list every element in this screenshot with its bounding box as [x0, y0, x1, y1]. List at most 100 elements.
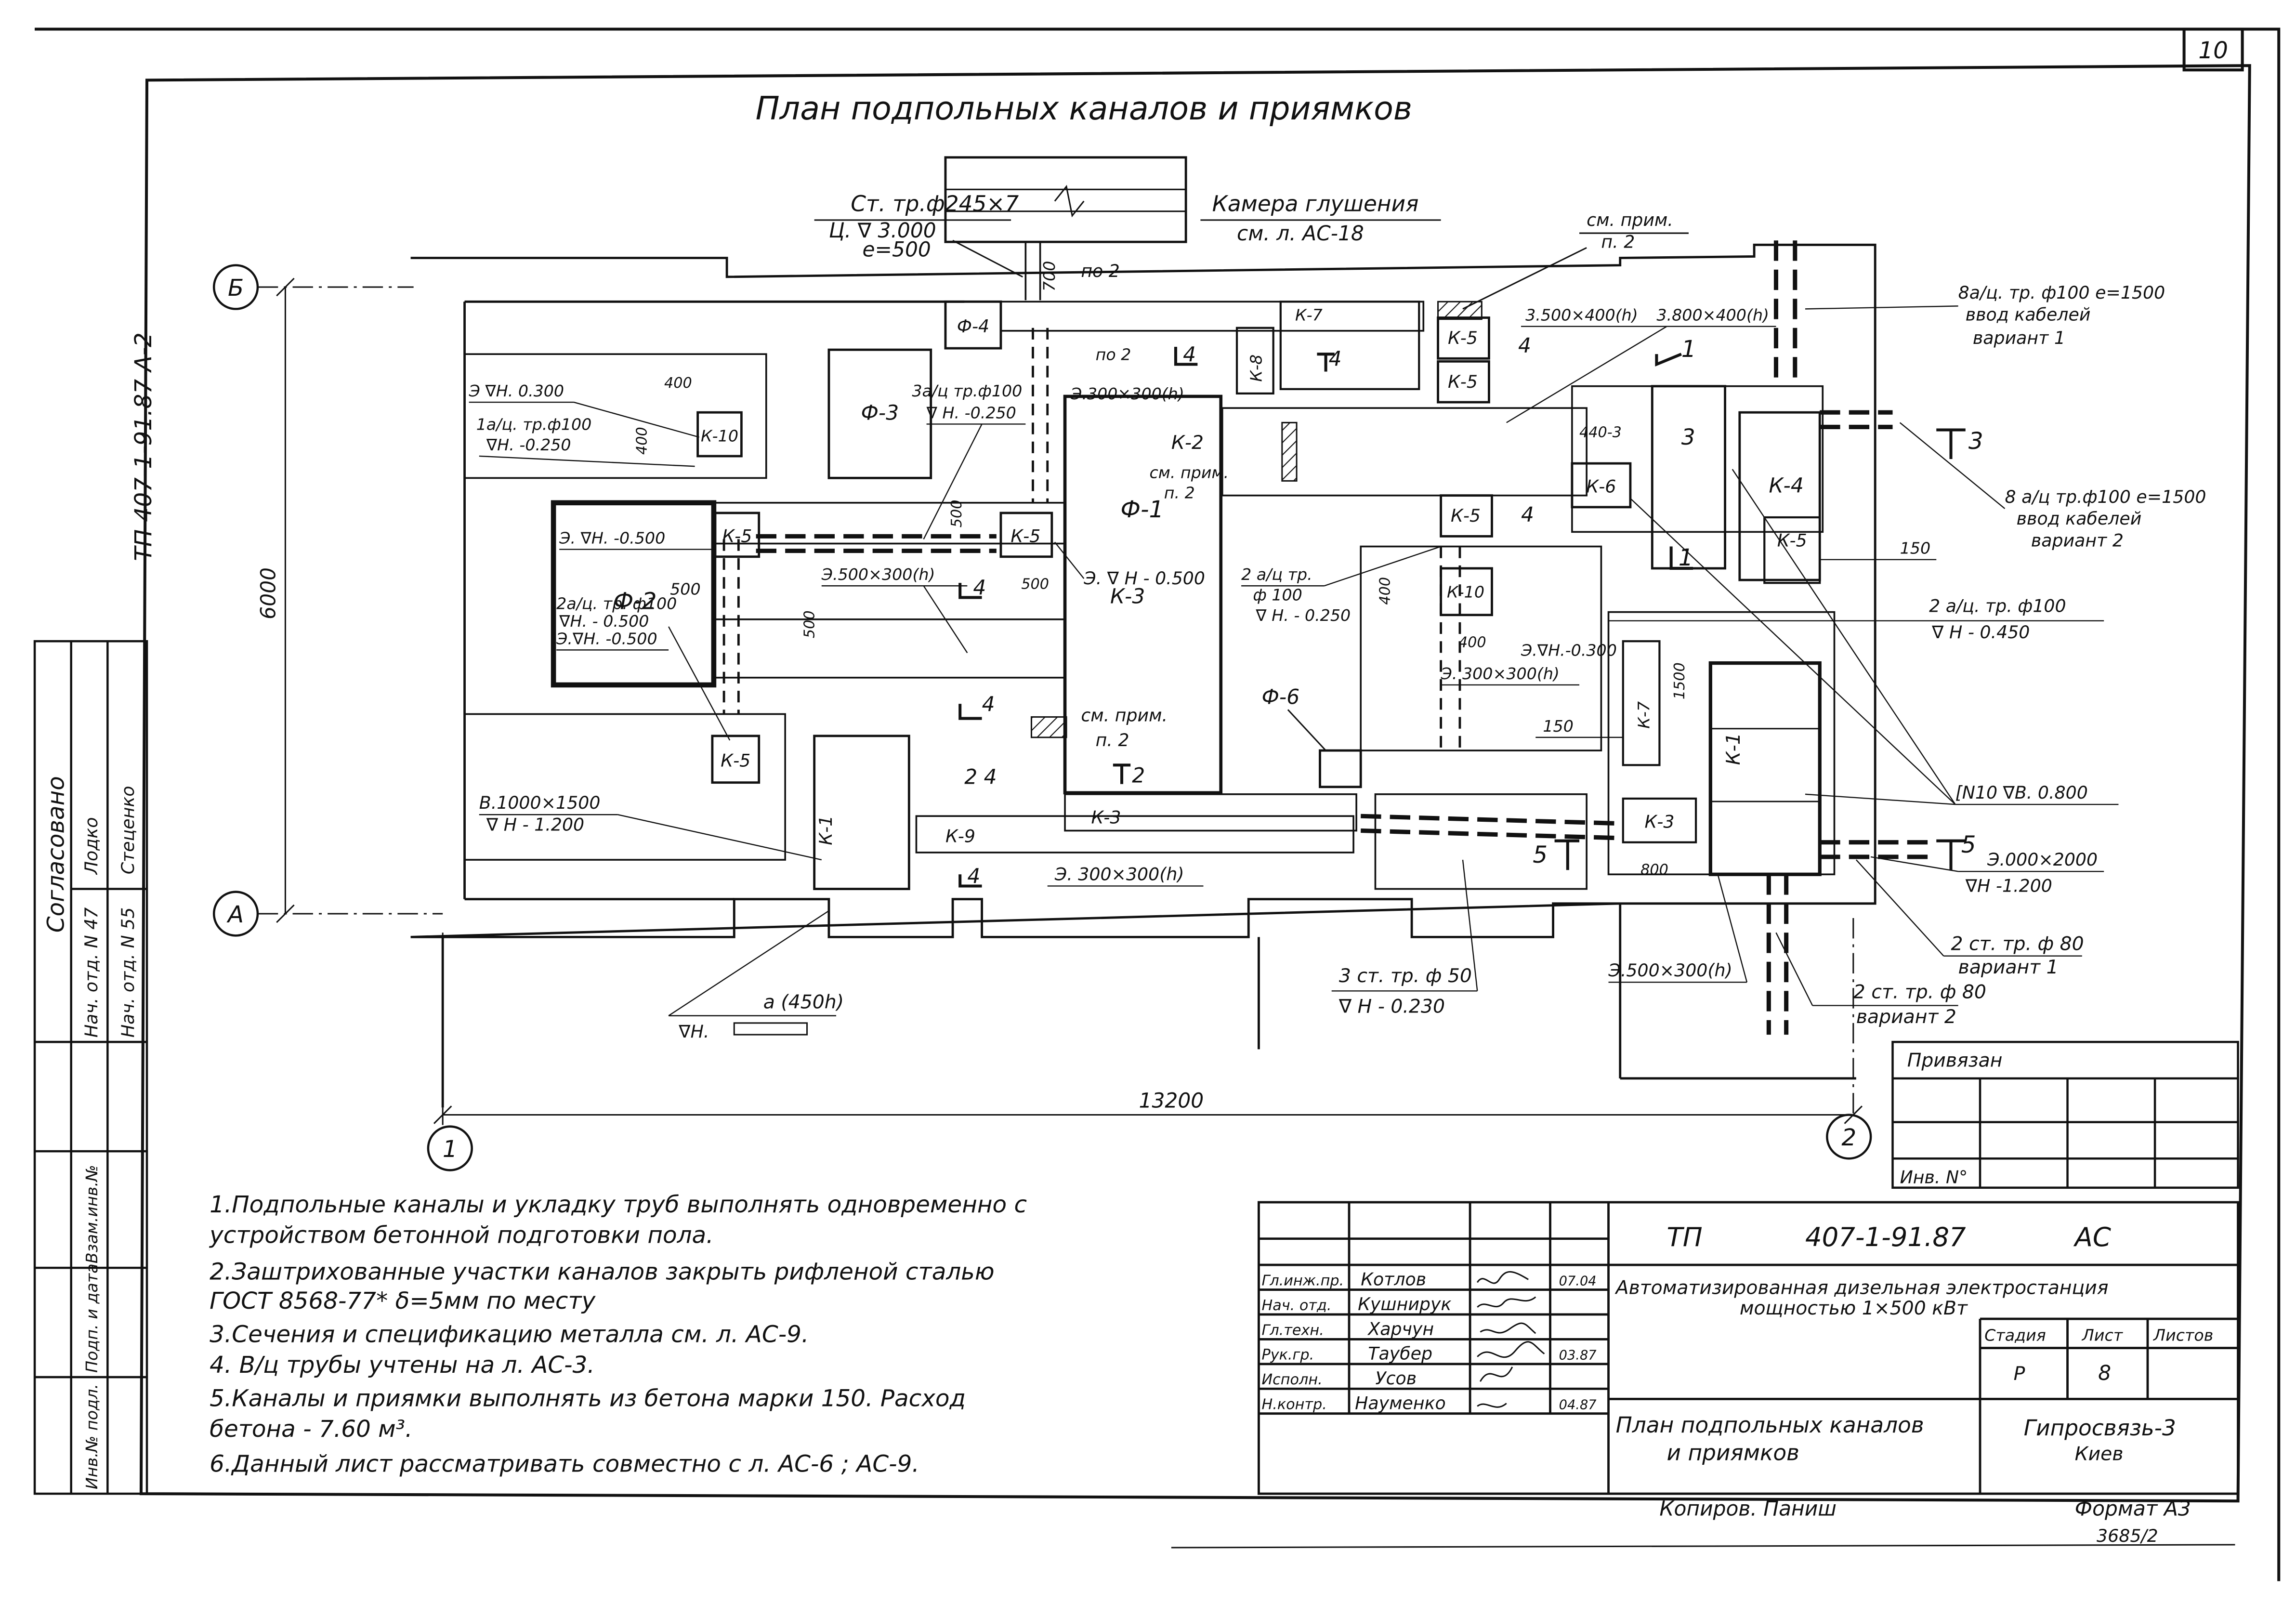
approval-title: Согласовано: [43, 776, 70, 933]
k5-mid-label: К-5: [1010, 526, 1040, 546]
lbl-in-v1-2: ввод кабелей: [1966, 304, 2091, 325]
k1-right-label: К-1: [1722, 733, 1745, 765]
lbl-d500-b: 500: [801, 610, 818, 638]
chamber-label-2: см. л. АС-18: [1237, 222, 1364, 245]
lbl-st80-2b: вариант 2: [1856, 1006, 1956, 1028]
stamp-sheet-header: Лист: [2082, 1326, 2124, 1344]
stamp-code: ТП: [1667, 1222, 1703, 1252]
mark-4-f: 4: [1518, 334, 1531, 357]
po2-label: по 2: [1081, 261, 1120, 281]
attached-label: Привязан: [1907, 1050, 2003, 1072]
stamp-role-5: Н.контр.: [1261, 1396, 1326, 1413]
stamp-name-3: Таубер: [1368, 1343, 1432, 1364]
pit-k6: К-6: [1571, 462, 1632, 509]
stamp-name-4: Усов: [1375, 1368, 1417, 1389]
stamp-role-4: Исполн.: [1261, 1371, 1322, 1388]
mark-5-right: 5: [1961, 831, 1976, 858]
mark-4-b: 4: [967, 864, 980, 888]
f3-label: Ф-3: [861, 401, 899, 424]
see-note-mid-1: см. прим.: [1081, 705, 1168, 726]
see-note-top-2: п. 2: [1164, 484, 1195, 502]
stamp-name-5: Науменко: [1355, 1393, 1446, 1414]
pit-k10-right: К-10: [1440, 567, 1493, 617]
stamp-date-3: 03.87: [1559, 1348, 1597, 1363]
note-line-8: 6.Данный лист рассматривать совместно с …: [210, 1451, 919, 1478]
pit-k7-top: К-7: [1279, 301, 1420, 390]
axis-1: 1: [427, 933, 473, 1171]
lbl-k9-e: Э. 300×300(h): [1054, 864, 1184, 884]
lbl-p2m-1: 2 а/ц тр.: [1241, 565, 1312, 584]
approval-who-1: Нач. отд. N 55: [118, 907, 138, 1038]
mark-2-4: 2 4: [964, 765, 997, 789]
lbl-in-v1-1: 8а/ц. тр. ф100 е=1500: [1958, 282, 2165, 303]
mark-4-g: 4: [1521, 503, 1534, 526]
lbl-p1b: ∇Н. -0.250: [486, 435, 571, 454]
note-line-3: ГОСТ 8568-77* δ=5мм по месту: [210, 1288, 596, 1314]
lbl-st80-1: 2 ст. тр. ф 80: [1951, 933, 2084, 955]
mark-4-c: 4: [973, 576, 986, 599]
approval-who-0: Нач. отд. N 47: [81, 907, 102, 1038]
lbl-e-300x300: Э.300×300(h): [1070, 384, 1184, 403]
dim-13200-label: 13200: [1139, 1089, 1204, 1112]
axis-a-label: А: [226, 901, 244, 928]
lbl-in-v2-3: вариант 2: [2031, 530, 2124, 551]
note-line-7: бетона - 7.60 м³.: [210, 1416, 412, 1443]
mark-4-e: 4: [1183, 342, 1196, 366]
lbl-pit-2: ∇Н.: [678, 1021, 709, 1042]
left-project-code: ТП 407-1-91.87 А-2: [130, 332, 157, 561]
lbl-e-v-h0500: Э. ∇ Н - 0.500: [1083, 568, 1205, 589]
axis-b: Б: [212, 264, 414, 310]
stamp-stage-header: Стадия: [1984, 1326, 2046, 1344]
lbl-d150-b: 150: [1543, 717, 1573, 736]
inv-no-label: Инв. N°: [1900, 1167, 1968, 1188]
lbl-p2r-1: 2 а/ц. тр. ф100: [1929, 596, 2066, 617]
lbl-e-h0300: Э ∇Н. 0.300: [469, 381, 564, 400]
lbl-v-1000x1500: В.1000×1500: [479, 792, 601, 813]
lbl-e-3000-h: ∇Н -1.200: [1965, 876, 2052, 896]
k10-right-label: К-10: [1447, 582, 1484, 601]
lbl-d500-c: 500: [1021, 576, 1049, 592]
lbl-p2: 2а/ц. тр. ф100: [556, 594, 677, 613]
lbl-d500-a: 500: [670, 579, 701, 598]
stamp-name-0: Котлов: [1361, 1269, 1426, 1289]
lbl-p2b: ∇Н. - 0.500: [559, 612, 649, 631]
lbl-in-v1-3: вариант 1: [1973, 328, 2065, 348]
lbl-p2r-2: ∇ Н - 0.450: [1931, 622, 2030, 643]
pit-k4: К-4 К-5: [1738, 411, 1821, 584]
note-line-6: 5.Каналы и приямки выполнять из бетона м…: [210, 1385, 966, 1412]
note-line-0: 1.Подпольные каналы и укладку труб выпол…: [210, 1191, 1027, 1218]
approval-side-1: Взам.инв.№: [82, 1165, 101, 1263]
pit-k3-right: К-3: [1622, 797, 1697, 843]
lbl-d500-d: 500: [948, 499, 965, 527]
lbl-d400-b: 400: [634, 427, 651, 455]
note-line-2: 2.Заштрихованные участки каналов закрыть…: [210, 1258, 994, 1285]
lbl-d400-d: 400: [1377, 577, 1394, 605]
lbl-d400-a: 400: [664, 375, 692, 392]
lbl-3800x400: 3.800×400(h): [1656, 306, 1769, 325]
approval-side-2: Подп. и дата: [82, 1263, 101, 1373]
lbl-e-3500x300: Э.500×300(h): [821, 565, 935, 584]
lbl-e-500x300: Э.500×300(h): [1608, 960, 1732, 981]
lbl-3500x400: 3.500×400(h): [1525, 306, 1638, 325]
lbl-in-v2-1: 8 а/ц тр.ф100 е=1500: [2005, 486, 2206, 507]
dim-700-label: 700: [1040, 261, 1059, 292]
lbl-p2m-2: ф 100: [1253, 585, 1302, 604]
stamp-stage: Р: [2014, 1363, 2025, 1385]
section-marks: [958, 347, 1966, 888]
stamp-name-1: Кушнирук: [1358, 1294, 1451, 1314]
lbl-k10b-1: Э.∇Н.-0.300: [1521, 641, 1617, 659]
lbl-d400-c: 400: [1458, 634, 1486, 651]
pit-k5-bottom: К-5: [711, 735, 761, 784]
k2-label: К-2: [1171, 432, 1204, 454]
dimension-13200: [433, 1105, 1863, 1124]
drawing-title: План подпольных каналов и приямков: [756, 90, 1412, 127]
k3-center-label: К-3: [1110, 585, 1145, 608]
pit-k1-left: К-1: [813, 735, 910, 890]
lbl-po2-b: по 2: [1096, 345, 1131, 364]
k5-under-k4-label: К-5: [1777, 530, 1807, 551]
mark-1-mid: 1: [1679, 544, 1693, 571]
see-note-top-1: см. прим.: [1150, 463, 1229, 482]
title-block: ТП 407-1-91.87 АС Автоматизированная диз…: [1258, 1201, 2239, 1495]
lbl-d150-a: 150: [1900, 539, 1930, 558]
axis-2: 2: [1826, 918, 1872, 1160]
